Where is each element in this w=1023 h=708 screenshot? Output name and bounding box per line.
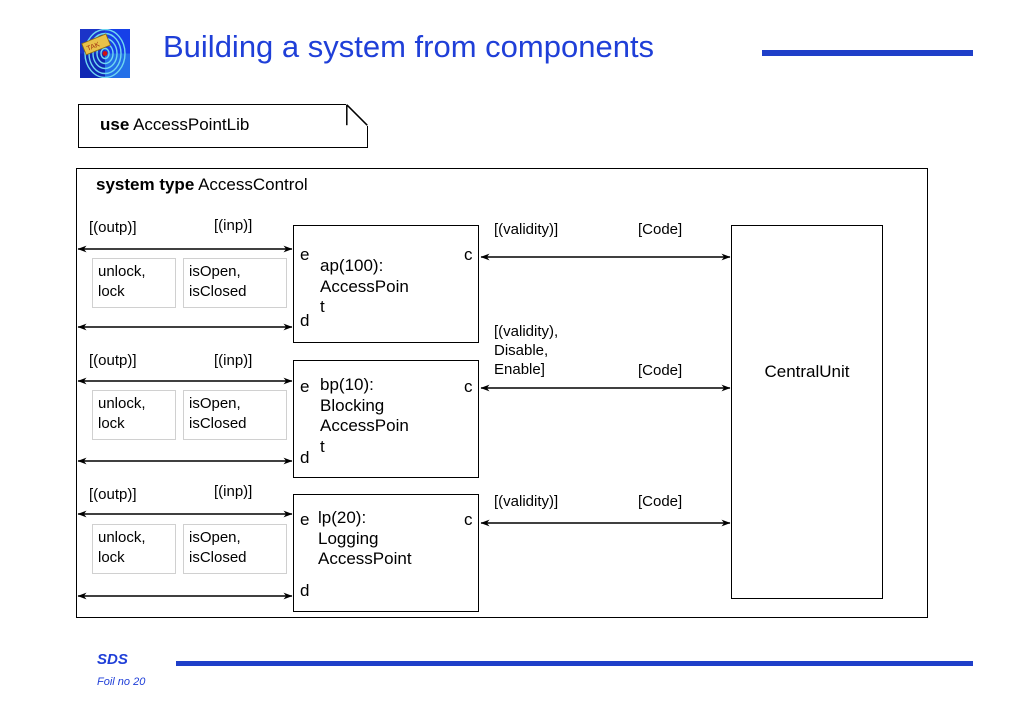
component-box-lp[interactable] — [293, 494, 479, 612]
central-unit-box[interactable]: CentralUnit — [731, 225, 883, 599]
note-text: use AccessPointLib — [100, 115, 249, 135]
row3-port-e: e — [300, 510, 310, 529]
row3-inp-signal-box — [183, 524, 287, 574]
row3-right-label-validity: [(validity)] — [494, 493, 559, 510]
tak-spiral-logo-icon: TAK — [80, 29, 130, 78]
row2-inp-signal-box — [183, 390, 287, 440]
footer-course-label: SDS — [97, 651, 128, 668]
row3-outp-label: [(outp)] — [89, 486, 137, 503]
row1-inp-signals: isOpen, isClosed — [189, 263, 247, 300]
component-name-bp: bp(10): Blocking AccessPoin t — [320, 375, 409, 457]
row3-outp-signal-box — [92, 524, 176, 574]
row3-port-c: c — [464, 510, 473, 529]
note-library: AccessPointLib — [133, 115, 250, 134]
row1-port-d: d — [300, 311, 310, 330]
logo-svg: TAK — [80, 29, 130, 78]
row3-outp-signals: unlock, lock — [98, 529, 146, 566]
use-library-note: use AccessPointLib — [78, 104, 368, 148]
note-body — [78, 104, 368, 148]
central-unit-label: CentralUnit — [764, 362, 850, 381]
row1-right-label-validity: [(validity)] — [494, 221, 559, 238]
row1-outp-signals: unlock, lock — [98, 263, 146, 300]
row2-outp-signals: unlock, lock — [98, 395, 146, 432]
row2-right-label-validity: [(validity), Disable, Enable] — [494, 323, 559, 378]
row2-port-c: c — [464, 377, 473, 396]
footer-foil-number: Foil no 20 — [97, 676, 146, 688]
row2-outp-signal-box — [92, 390, 176, 440]
row1-port-c: c — [464, 245, 473, 264]
component-name-lp: lp(20): Logging AccessPoint — [318, 508, 412, 569]
system-name: AccessControl — [198, 175, 308, 194]
system-type-title: system type AccessControl — [96, 175, 308, 195]
row3-right-label-code: [Code] — [638, 493, 683, 510]
row2-port-d: d — [300, 448, 310, 467]
component-box-ap[interactable] — [293, 225, 479, 343]
row2-inp-signals: isOpen, isClosed — [189, 395, 247, 432]
row2-outp-label: [(outp)] — [89, 352, 137, 369]
footer-rule — [176, 661, 973, 666]
row2-right-label-code: [Code] — [638, 362, 683, 379]
note-keyword: use — [100, 115, 130, 134]
row3-port-d: d — [300, 581, 310, 600]
system-keyword: system type — [96, 175, 195, 194]
row2-inp-label: [(inp)] — [214, 352, 253, 369]
svg-text:TAK: TAK — [86, 41, 101, 53]
row1-outp-signal-box — [92, 258, 176, 308]
row1-port-e: e — [300, 245, 310, 264]
note-fold-icon — [346, 104, 368, 126]
row1-right-label-code: [Code] — [638, 221, 683, 238]
title-rule — [762, 50, 973, 56]
component-name-ap: ap(100): AccessPoin t — [320, 256, 409, 317]
row1-inp-label: [(inp)] — [214, 217, 253, 234]
row2-port-e: e — [300, 377, 310, 396]
row3-inp-label: [(inp)] — [214, 483, 253, 500]
page-title: Building a system from components — [163, 29, 655, 64]
row1-inp-signal-box — [183, 258, 287, 308]
row1-outp-label: [(outp)] — [89, 219, 137, 236]
component-box-bp[interactable] — [293, 360, 479, 478]
row3-inp-signals: isOpen, isClosed — [189, 529, 247, 566]
